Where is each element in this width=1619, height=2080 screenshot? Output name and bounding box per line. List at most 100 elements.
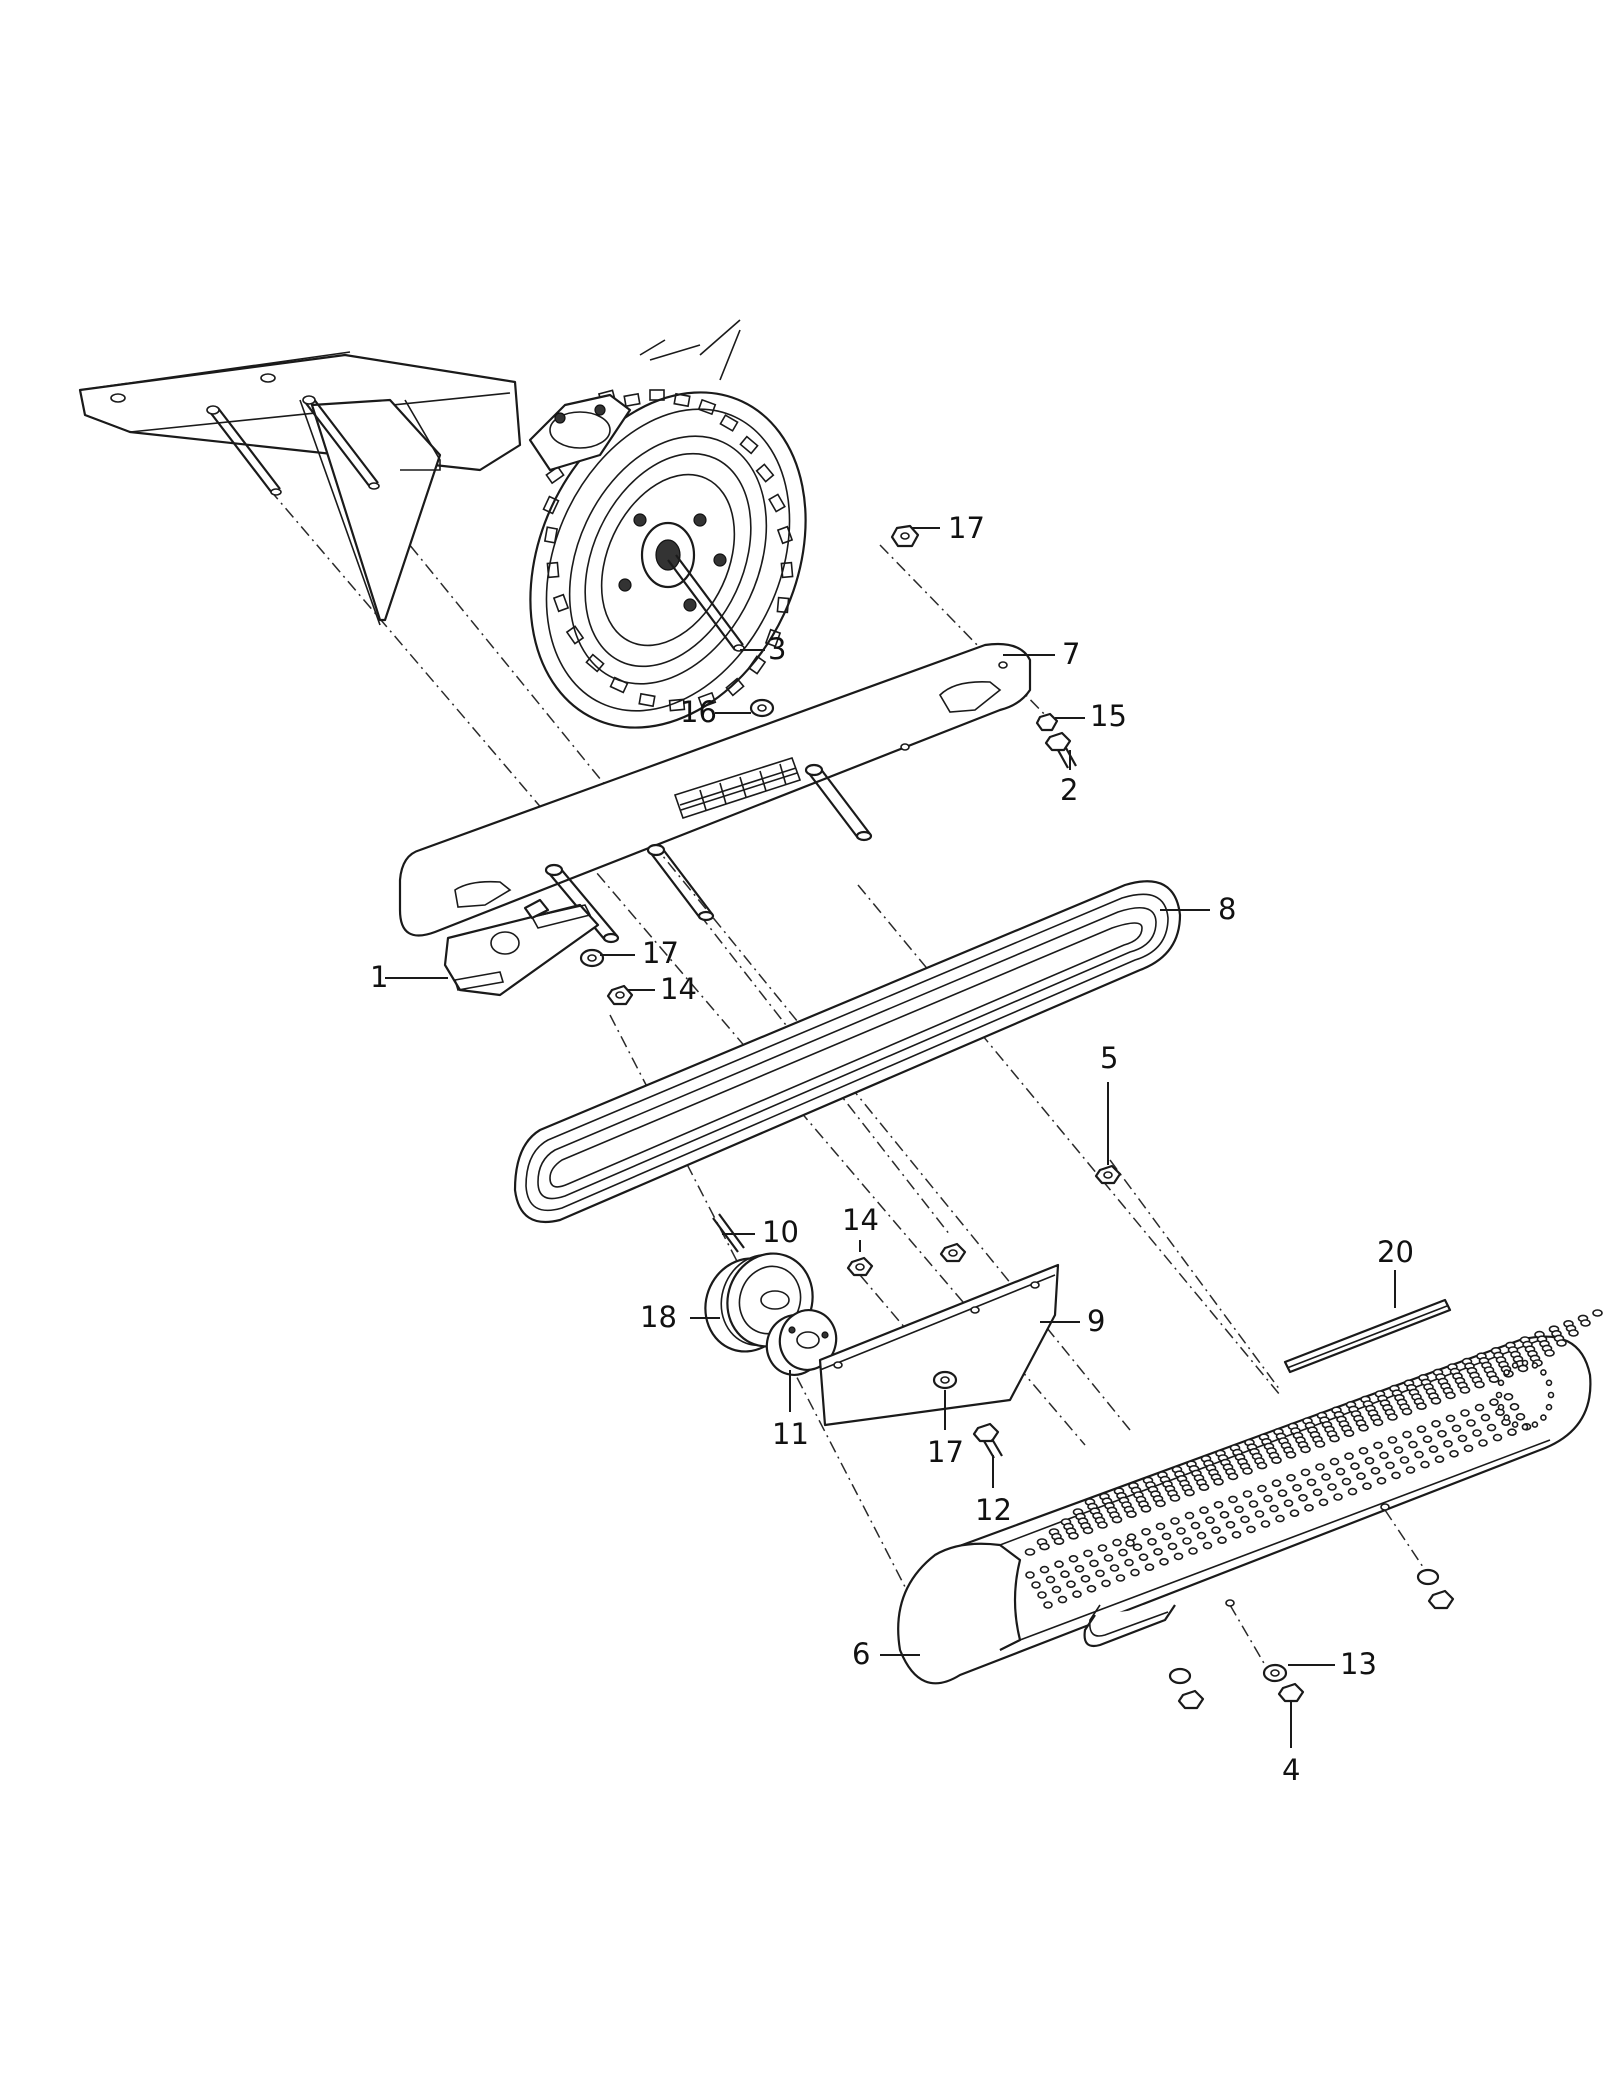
perforation-hole xyxy=(1544,1349,1555,1357)
perforation-hole xyxy=(1422,1435,1433,1443)
perforation-hole xyxy=(1495,1391,1503,1399)
guard-hole xyxy=(1225,1599,1235,1607)
perforation-hole xyxy=(1263,1494,1273,1503)
perforation-hole xyxy=(1341,1477,1352,1486)
perforation-hole xyxy=(1379,1451,1389,1460)
perforation-hole xyxy=(1111,1515,1123,1524)
perforation-hole xyxy=(1277,1489,1288,1497)
perforation-hole xyxy=(1540,1369,1547,1376)
perforation-hole xyxy=(1306,1478,1317,1487)
perforation-hole xyxy=(1556,1339,1567,1347)
callout-5: 5 xyxy=(1100,1041,1118,1075)
perforation-hole xyxy=(1515,1413,1526,1421)
perforation-hole xyxy=(1478,1439,1488,1447)
perforation-hole xyxy=(1286,1474,1296,1482)
perforation-hole xyxy=(1198,1483,1210,1491)
perforation-hole xyxy=(1517,1364,1529,1373)
plate-vent-mesh xyxy=(673,757,802,820)
perforation-hole xyxy=(1434,1455,1445,1463)
perforation-hole xyxy=(1126,1533,1137,1541)
perforation-hole xyxy=(1211,1526,1221,1534)
callout-14-upper: 14 xyxy=(660,972,697,1006)
perforation-hole xyxy=(1393,1446,1404,1454)
perforation-hole xyxy=(1124,1558,1134,1567)
perforation-hole xyxy=(1037,1591,1047,1599)
nut-part-5 xyxy=(1094,1164,1122,1185)
perforation-hole xyxy=(1333,1493,1343,1501)
perforation-hole xyxy=(1053,1537,1065,1545)
perforation-hole xyxy=(1275,1514,1285,1523)
callout-labels: 17 3 7 16 15 2 8 1 17 14 5 10 14 18 9 11… xyxy=(370,511,1414,1787)
perforation-hole xyxy=(1489,1398,1499,1406)
perforation-hole xyxy=(1132,1543,1143,1551)
perforation-hole xyxy=(1043,1601,1053,1609)
perforation-hole xyxy=(1196,1531,1207,1540)
perforation-hole xyxy=(1304,1504,1314,1512)
perforation-hole xyxy=(1068,1555,1079,1563)
perforation-hole xyxy=(1153,1548,1163,1556)
perforation-hole xyxy=(1314,1440,1326,1448)
axle-part-3 xyxy=(667,554,745,652)
perforation-hole xyxy=(1199,1506,1209,1514)
frame-pins xyxy=(206,395,380,496)
perforation-hole xyxy=(1257,1484,1267,1493)
guard-side-perforation xyxy=(1025,1393,1532,1609)
perforation-hole xyxy=(1402,1430,1412,1439)
perforation-hole xyxy=(1254,1510,1265,1518)
perforation-hole xyxy=(1169,1494,1181,1502)
tension-plate-part-9 xyxy=(818,1263,1060,1427)
callout-15: 15 xyxy=(1090,699,1127,733)
perforation-hole xyxy=(1300,1468,1311,1477)
wheel-tire xyxy=(528,319,807,729)
tensioner-bracket-part-1 xyxy=(443,898,600,997)
perforation-hole xyxy=(1057,1595,1068,1604)
callout-14-lower: 14 xyxy=(842,1203,879,1237)
perforation-hole xyxy=(1399,1456,1410,1464)
perforation-hole xyxy=(1463,1444,1474,1453)
guard-bolt-right xyxy=(1416,1568,1455,1610)
perforation-hole xyxy=(1497,1379,1505,1387)
perforation-hole xyxy=(1531,1362,1539,1369)
callout-9: 9 xyxy=(1087,1304,1105,1338)
perforation-hole xyxy=(1318,1498,1329,1507)
perforation-hole xyxy=(1451,1424,1462,1433)
perforation-hole xyxy=(1321,1473,1331,1481)
perforation-hole xyxy=(1170,1517,1180,1525)
guard-handle xyxy=(1083,1604,1176,1648)
perforation-hole xyxy=(1312,1488,1323,1497)
perforation-hole xyxy=(1031,1581,1041,1589)
callout-13: 13 xyxy=(1340,1647,1377,1681)
perforation-hole xyxy=(1068,1532,1079,1540)
perforation-hole xyxy=(1190,1521,1201,1530)
perforation-hole xyxy=(1213,1478,1224,1486)
perforation-hole xyxy=(1466,1419,1476,1427)
perforation-hole xyxy=(1372,1418,1384,1427)
perforation-hole xyxy=(1072,1590,1082,1598)
guard-hole xyxy=(1125,1539,1135,1547)
perforation-hole xyxy=(1101,1579,1111,1588)
perforation-hole xyxy=(1387,1413,1398,1421)
perforation-hole xyxy=(1408,1440,1418,1449)
perforation-hole xyxy=(1051,1585,1062,1594)
perforation-hole xyxy=(1416,1402,1427,1410)
perforation-hole xyxy=(1358,1424,1369,1432)
perforation-hole xyxy=(1401,1407,1413,1416)
callout-20: 20 xyxy=(1377,1235,1414,1269)
perforation-hole xyxy=(1039,1542,1050,1551)
callout-2: 2 xyxy=(1060,773,1078,807)
perforation-hole xyxy=(1472,1429,1482,1437)
perforation-hole xyxy=(1248,1500,1259,1508)
hub-part-11 xyxy=(765,1309,838,1376)
guard-top-perforation xyxy=(1024,1309,1603,1556)
perforation-hole xyxy=(1327,1483,1337,1491)
perforation-hole xyxy=(1373,1441,1383,1450)
callout-8: 8 xyxy=(1218,892,1236,926)
perforation-hole xyxy=(1095,1569,1105,1578)
perforation-hole xyxy=(1428,1445,1439,1453)
perforation-hole xyxy=(1414,1450,1424,1459)
perforation-hole xyxy=(1155,1499,1166,1508)
perforation-hole xyxy=(1234,1505,1244,1514)
perforation-hole xyxy=(1024,1548,1036,1556)
perforation-hole xyxy=(1347,1487,1358,1496)
